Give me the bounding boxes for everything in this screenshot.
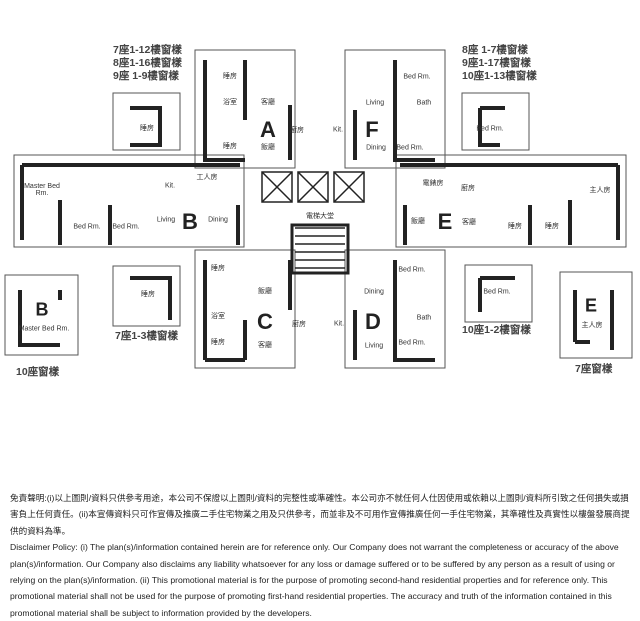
- room-label: Living: [365, 99, 385, 107]
- unit-b-label: B: [182, 209, 198, 234]
- unit-a-label: A: [260, 117, 276, 142]
- window-note-mid-right-bottom: 10座1-2樓窗樣: [462, 324, 531, 336]
- room-label: Dining: [208, 216, 228, 224]
- room-label: Bed Rm.: [476, 125, 504, 133]
- disclaimer-english: Disclaimer Policy: (i) The plan(s)/infor…: [10, 542, 619, 618]
- unit-d-label: D: [365, 309, 381, 334]
- room-label: 睡房: [545, 223, 559, 230]
- note-line: 8座 1-7樓窗樣: [462, 44, 528, 56]
- room-label: Dining: [364, 288, 384, 296]
- room-label: 飯廳: [411, 218, 425, 225]
- room-label: 客廳: [258, 342, 272, 349]
- room-label: 主人房: [589, 187, 611, 194]
- disclaimer: 免責聲明:(i)以上圖則/資料只供參考用途，本公司不保證以上圖則/資料的完整性或…: [10, 490, 630, 621]
- room-label: 睡房: [141, 291, 155, 298]
- room-label: Bed Rm.: [398, 266, 426, 274]
- window-note-left-top: 7座1-12樓窗樣 8座1-16樓窗樣 9座 1-9樓窗樣: [113, 44, 182, 83]
- room-label: Bed Rm.: [403, 73, 431, 81]
- room-label: Kit.: [333, 320, 345, 328]
- bay-unit-b-label: B: [35, 299, 49, 320]
- room-label: 工人房: [196, 174, 218, 181]
- bay-unit-e-label: E: [584, 295, 598, 316]
- room-label: Living: [156, 216, 176, 224]
- floor-plan-walls: [4, 49, 633, 369]
- room-label: Kit.: [164, 182, 176, 190]
- room-label: Bed Rm.: [112, 223, 140, 231]
- room-label: Kit.: [332, 126, 344, 134]
- room-label: 飯廳: [258, 288, 272, 295]
- note-line: 8座1-16樓窗樣: [113, 57, 182, 69]
- window-note-right-bottom: 7座窗樣: [575, 363, 613, 375]
- room-label: 客廳: [261, 99, 275, 106]
- note-line: 9座 1-9樓窗樣: [113, 70, 179, 82]
- room-label: Master Bed Rm.: [18, 325, 70, 333]
- room-label: 睡房: [211, 339, 225, 346]
- room-label: 浴室: [223, 99, 237, 106]
- room-label: 飯廳: [261, 144, 275, 151]
- room-label: 客廳: [462, 219, 476, 226]
- note-line: 10座1-13樓窗樣: [462, 70, 537, 82]
- room-label: 主人房: [581, 322, 603, 329]
- floor-plan: 7座1-12樓窗樣 8座1-16樓窗樣 9座 1-9樓窗樣 8座 1-7樓窗樣 …: [4, 44, 633, 378]
- room-label: 睡房: [211, 265, 225, 272]
- room-label: 睡房: [508, 223, 522, 230]
- room-label: Bed Rm.: [396, 144, 424, 152]
- room-label: 睡房: [223, 73, 237, 80]
- room-label: Bath: [416, 99, 432, 107]
- note-line: 7座1-12樓窗樣: [113, 44, 182, 56]
- room-label: 電錶房: [422, 180, 444, 187]
- room-label: 電梯大堂: [306, 213, 334, 220]
- room-label: Living: [364, 342, 384, 350]
- room-label: Bath: [416, 314, 432, 322]
- unit-f-label: F: [365, 117, 379, 142]
- room-label: Bed Rm.: [483, 288, 511, 296]
- window-note-right-top: 8座 1-7樓窗樣 9座1-17樓窗樣 10座1-13樓窗樣: [462, 44, 537, 83]
- window-note-mid-left-bottom: 7座1-3樓窗樣: [115, 330, 179, 342]
- room-label: 浴室: [211, 313, 225, 320]
- note-line: 9座1-17樓窗樣: [462, 57, 531, 69]
- room-label: 睡房: [223, 143, 237, 150]
- room-label: Master Bed Rm.: [24, 183, 60, 197]
- room-label: 睡房: [140, 125, 154, 132]
- unit-c-label: C: [257, 309, 273, 334]
- disclaimer-chinese: 免責聲明:(i)以上圖則/資料只供參考用途，本公司不保證以上圖則/資料的完整性或…: [10, 493, 630, 536]
- room-label: 廚房: [461, 185, 475, 192]
- window-note-left-bottom: 10座窗樣: [16, 366, 60, 378]
- room-label: Bed Rm.: [398, 339, 426, 347]
- room-label: Dining: [366, 144, 386, 152]
- unit-e-label: E: [437, 209, 453, 234]
- room-label: Bed Rm.: [73, 223, 101, 231]
- room-label: 廚房: [292, 321, 306, 328]
- room-label: 廚房: [290, 127, 304, 134]
